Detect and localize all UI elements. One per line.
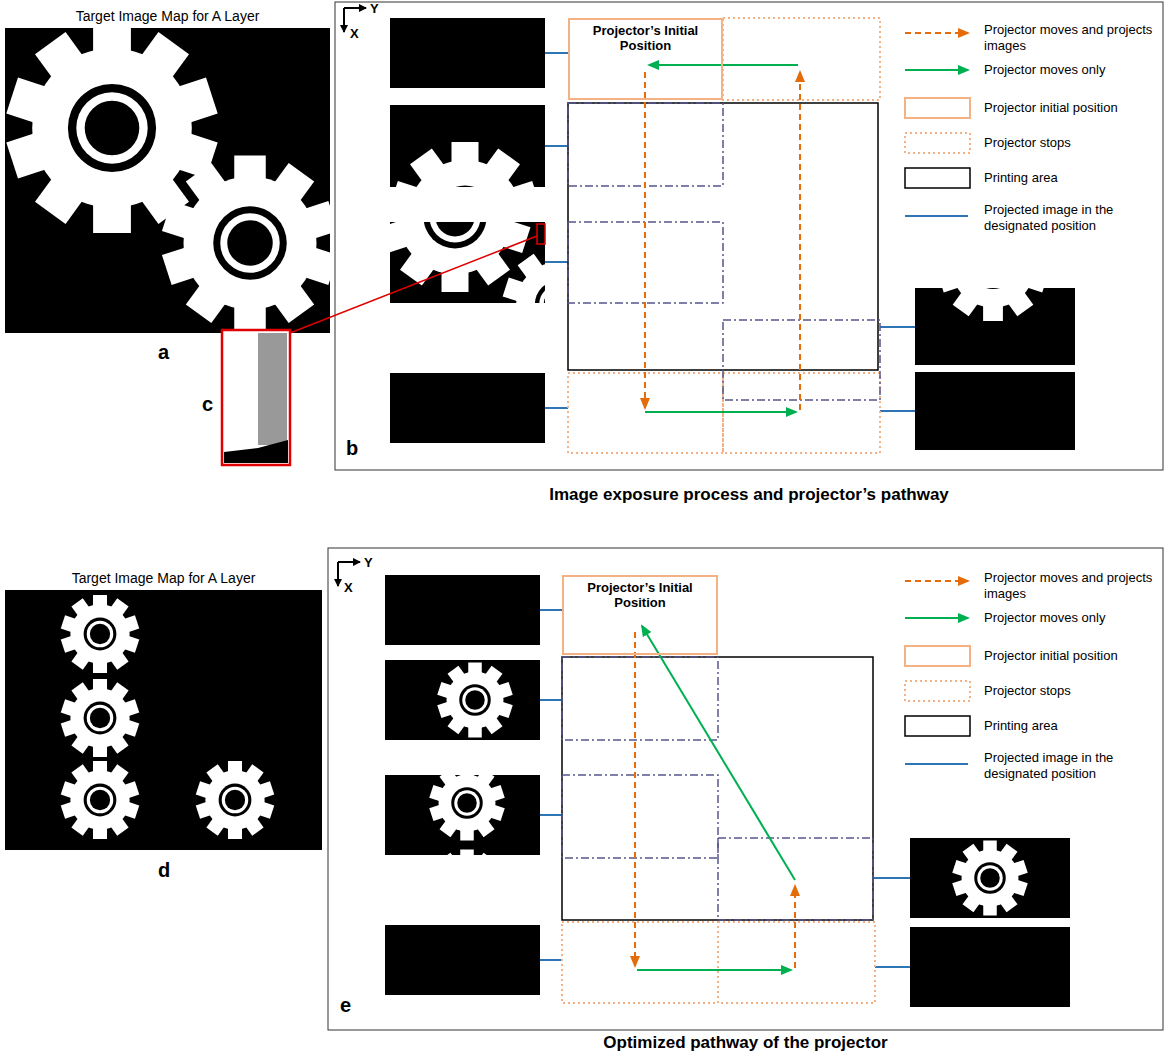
legend-text: Projector moves and projects images <box>984 22 1156 54</box>
caption: Optimized pathway of the projector <box>328 1033 1163 1053</box>
legend-text: Printing area <box>984 170 1156 186</box>
panel-frame <box>328 548 1163 1030</box>
target-image-a <box>5 23 338 333</box>
axis-label: X <box>344 580 353 596</box>
stops-and-areas <box>568 18 880 453</box>
panel-letter: b <box>346 436 358 460</box>
position-box: Projector’s Initial Position <box>568 18 723 100</box>
legend-text: Projected image in the designated positi… <box>984 202 1156 234</box>
panel-heading: Target Image Map for A Layer <box>0 8 340 24</box>
box-label: Projector’s Initial Position <box>568 580 712 610</box>
legend-text: Projector moves only <box>984 610 1156 626</box>
panel-frame <box>335 2 1163 470</box>
leader-lines <box>545 53 915 411</box>
box-label: Projector’s Initial Position <box>574 23 717 53</box>
panel-heading: Target Image Map for A Layer <box>0 570 332 586</box>
zoom-inset <box>222 236 537 465</box>
axis-label: Y <box>370 1 379 17</box>
legend-text: Projector stops <box>984 683 1156 699</box>
thumbnails-left <box>379 18 613 443</box>
thumbnails-right <box>910 838 1070 1007</box>
panel-letter: d <box>158 858 170 882</box>
leader-lines <box>540 610 910 967</box>
projector-path <box>645 65 800 412</box>
axis-label: Y <box>364 555 373 571</box>
legend-text: Projected image in the designated positi… <box>984 750 1156 782</box>
caption: Image exposure process and projector’s p… <box>335 485 1163 505</box>
thumbnails-right <box>915 211 1075 450</box>
axis-label: X <box>350 26 359 42</box>
target-image-d <box>5 590 322 850</box>
projector-path <box>635 626 795 970</box>
panel-letter: c <box>202 392 213 416</box>
image-panel: Target Image Map for A Layer <box>5 590 322 850</box>
panel-letter: a <box>158 340 169 364</box>
legend-samples <box>905 33 970 216</box>
legend-samples <box>905 581 970 764</box>
legend-text: Projector moves and projects images <box>984 570 1156 602</box>
legend-text: Printing area <box>984 718 1156 734</box>
legend-text: Projector stops <box>984 135 1156 151</box>
image-panel: Target Image Map for A Layer <box>5 28 330 333</box>
thumbnails-left <box>385 575 540 995</box>
legend-text: Projector initial position <box>984 648 1156 664</box>
legend-text: Projector moves only <box>984 62 1156 78</box>
stops-and-areas <box>562 657 875 1003</box>
panel-letter: e <box>340 993 351 1017</box>
position-box: Projector’s Initial Position <box>562 575 718 655</box>
legend-text: Projector initial position <box>984 100 1156 116</box>
